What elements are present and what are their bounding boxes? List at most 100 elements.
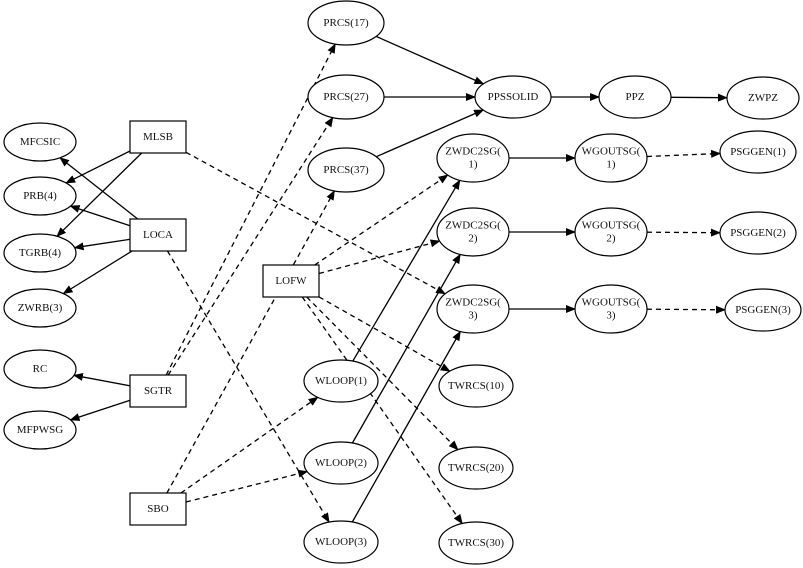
edge-wloop3-to-zwdc2sg3 [351,330,461,523]
node-sbo: SBO [129,492,187,526]
node-zwdc2sg3: ZWDC2SG(3) [436,284,510,334]
node-lofw: LOFW [262,264,320,298]
node-wloop1: WLOOP(1) [303,359,379,403]
edge-sgtr-to-prcs17 [165,43,336,376]
variable-ellipse [438,521,514,565]
variable-ellipse [724,288,802,332]
edge-lofw-to-zwdc2sg2 [318,239,441,275]
node-wgoutsg3: WGOUTSG(3) [574,284,648,334]
node-label: 3) [468,310,478,322]
edge-wgoutsg3-to-psggen3 [646,305,726,314]
node-label: LOFW [275,275,307,287]
edge-wgoutsg2-to-psggen2 [646,228,721,237]
variable-ellipse [474,75,552,119]
variable-ellipse [3,176,77,216]
variable-ellipse [574,207,648,257]
event-box [262,264,320,298]
edge-sgtr-to-prcs27 [167,116,334,376]
node-label: PSGGEN(3) [735,304,791,316]
node-label: ZWRB(3) [18,302,63,314]
variable-ellipse [726,76,800,120]
node-zwdc2sg2: ZWDC2SG(2) [436,207,510,257]
node-psggen3: PSGGEN(3) [724,288,802,332]
node-label: WGOUTSG( [582,297,641,309]
node-label: PPSSOLID [488,91,539,103]
node-label: PRCS(27) [323,91,369,103]
node-psggen2: PSGGEN(2) [719,211,797,255]
node-wgoutsg1: WGOUTSG(1) [574,133,648,183]
node-label: ZWPZ [748,92,778,104]
node-label: WLOOP(2) [315,457,367,469]
edge-mlsb-to-prb4 [65,150,131,184]
node-twrcs30: TWRCS(30) [438,521,514,565]
node-label: 2) [468,233,478,245]
edges-layer [56,35,728,525]
node-label: PRB(4) [23,190,57,202]
variable-ellipse [3,122,77,162]
node-label: TWRCS(20) [448,462,505,474]
event-box [129,374,187,408]
variable-ellipse [719,211,797,255]
node-label: WGOUTSG( [582,220,641,232]
edge-prcs37-to-ppssolid [376,109,485,158]
node-label: TWRCS(10) [448,380,505,392]
node-mfpwsg: MFPWSG [3,410,77,450]
node-label: 1) [606,159,616,171]
node-label: PPZ [626,91,645,103]
node-label: PRCS(37) [323,164,369,176]
edge-loca-to-prb4 [69,205,131,227]
node-label: 2) [606,233,616,245]
node-label: MFPWSG [17,424,64,436]
node-label: SGTR [144,385,173,397]
node-sgtr: SGTR [129,374,187,408]
variable-ellipse [303,441,379,485]
node-label: 3) [606,310,616,322]
node-ppssolid: PPSSOLID [474,75,552,119]
node-prcs27: PRCS(27) [307,74,385,120]
node-prcs37: PRCS(37) [307,147,385,193]
variable-ellipse [3,410,77,450]
variable-ellipse [438,446,514,490]
node-rc: RC [3,349,77,389]
node-label: ZWDC2SG( [445,146,501,158]
node-wgoutsg2: WGOUTSG(2) [574,207,648,257]
node-ppz: PPZ [598,75,672,119]
nodes-layer: MFCSICPRB(4)TGRB(4)ZWRB(3)RCMFPWSGMLSBLO… [3,0,802,565]
node-psggen1: PSGGEN(1) [719,130,797,174]
node-label: TWRCS(30) [448,537,505,549]
variable-ellipse [303,520,379,564]
edge-loca-to-mfcsic [59,157,139,220]
node-zwrb3: ZWRB(3) [3,288,77,328]
edge-loca-to-tgrb4 [73,238,131,251]
node-zwpz: ZWPZ [726,76,800,120]
variable-ellipse [436,207,510,257]
node-label: WGOUTSG( [582,146,641,158]
node-prb4: PRB(4) [3,176,77,216]
edge-sbo-to-wloop1 [180,396,319,494]
edge-sgtr-to-mfpwsg [69,399,131,421]
node-label: SBO [147,503,168,515]
edge-mlsb-to-zwdc2sg3 [185,151,446,295]
node-twrcs20: TWRCS(20) [438,446,514,490]
node-label: ZWDC2SG( [445,220,501,232]
edge-mlsb-to-tgrb4 [56,152,143,238]
variable-ellipse [574,284,648,334]
edge-loca-to-zwrb3 [62,250,133,295]
variable-ellipse [3,233,77,273]
edge-wloop1-to-zwdc2sg1 [352,179,461,362]
variable-ellipse [3,288,77,328]
variable-ellipse [307,147,385,193]
node-mfcsic: MFCSIC [3,122,77,162]
node-label: TGRB(4) [19,247,62,259]
node-label: PSGGEN(1) [730,146,786,158]
node-wloop3: WLOOP(3) [303,520,379,564]
variable-ellipse [574,133,648,183]
variable-ellipse [438,364,514,408]
node-zwdc2sg1: ZWDC2SG(1) [436,133,510,183]
event-box [129,218,187,252]
variable-ellipse [307,0,385,46]
node-label: RC [33,363,48,375]
edge-wloop2-to-zwdc2sg2 [351,253,461,444]
node-prcs17: PRCS(17) [307,0,385,46]
